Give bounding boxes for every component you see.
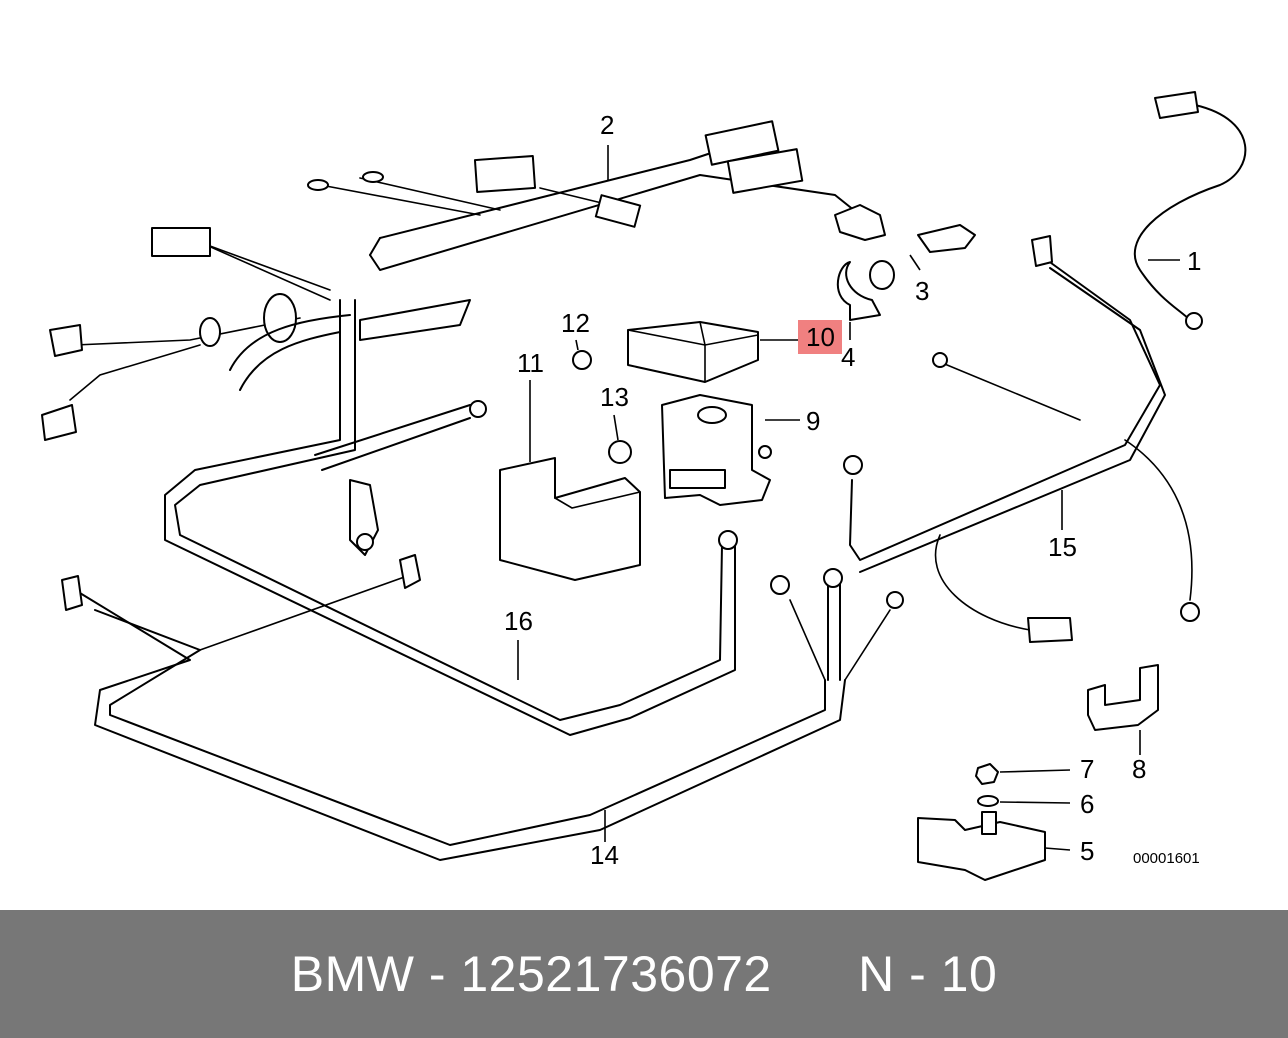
washer-6 <box>977 795 999 807</box>
nut-7 <box>975 763 999 785</box>
ground-cable-1 <box>1133 91 1247 330</box>
label-3: 3 <box>915 276 929 306</box>
nut-13 <box>608 440 632 464</box>
leader-lines <box>517 145 1180 851</box>
cover-10 <box>627 321 759 383</box>
reference-code: 00001601 <box>1133 850 1200 867</box>
label-13: 13 <box>600 382 629 412</box>
position-number: 10 <box>940 946 998 1002</box>
nut-12 <box>572 350 592 370</box>
label-11: 11 <box>517 348 544 378</box>
part-info-bar: BMW - 12521736072 N - 10 <box>0 910 1288 1038</box>
holder-8 <box>1087 664 1159 731</box>
label-4: 4 <box>841 342 855 372</box>
left-connectors <box>41 293 301 441</box>
position-prefix: N - <box>858 946 941 1002</box>
label-5: 5 <box>1080 836 1094 866</box>
label-8: 8 <box>1132 754 1146 784</box>
label-6: 6 <box>1080 789 1094 819</box>
label-2: 2 <box>600 110 614 140</box>
wiring-harness-2 <box>151 120 886 341</box>
cover-plate-11 <box>499 457 641 581</box>
label-10: 10 <box>806 322 835 352</box>
brand-separator: - <box>414 946 461 1002</box>
battery-cable-14 <box>61 554 904 861</box>
bracket-4 <box>836 261 881 321</box>
base-5 <box>917 811 1046 881</box>
label-14: 14 <box>590 840 619 870</box>
label-12: 12 <box>561 308 590 338</box>
label-7: 7 <box>1080 754 1094 784</box>
terminal-clamp-3 <box>917 224 976 253</box>
battery-cable-15 <box>843 235 1200 643</box>
brand-name: BMW <box>290 946 415 1002</box>
battery-cable-16 <box>164 299 738 736</box>
parts-diagram: 1 2 3 4 5 6 7 8 9 10 11 12 13 14 15 16 0… <box>41 91 1247 881</box>
footer-gap <box>772 945 858 1003</box>
highlight-box <box>798 320 842 354</box>
label-9: 9 <box>806 406 820 436</box>
part-number: 12521736072 <box>460 946 772 1002</box>
label-1: 1 <box>1187 246 1201 276</box>
terminal-block-9 <box>661 394 772 506</box>
label-15: 15 <box>1048 532 1077 562</box>
label-16: 16 <box>504 606 533 636</box>
